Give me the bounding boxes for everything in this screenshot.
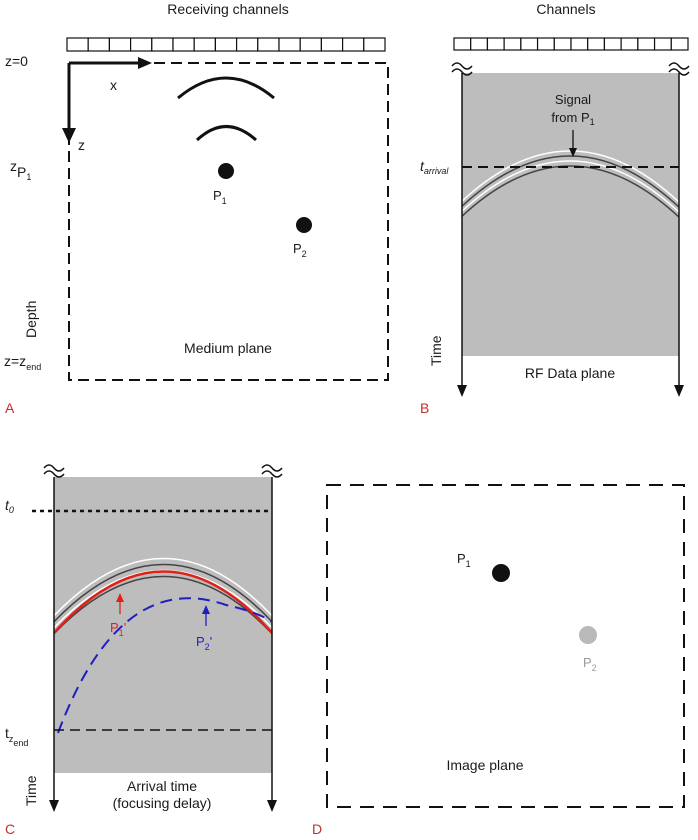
panel-c: t0 P1' P2' tzend Time Arrival time (focu… (5, 464, 283, 837)
array-b-element (670, 37, 689, 51)
time-arrowhead-left (457, 385, 467, 397)
array-b-element (503, 37, 522, 51)
arrival-time-caption-1: Arrival time (127, 778, 197, 794)
array-b-element (536, 37, 555, 51)
p1-prime-pointer-head (116, 593, 124, 602)
rf-data-area-c (54, 477, 272, 773)
panel-letter-c: C (5, 821, 15, 837)
rf-data-plane-label: RF Data plane (525, 365, 615, 381)
medium-plane-boundary (68, 62, 389, 381)
break-symbol-c-right (261, 464, 283, 478)
p2-prime-pointer-head (202, 605, 210, 614)
point-p2 (296, 217, 312, 233)
signal-pointer-head (569, 148, 577, 157)
break-symbol-b-right (668, 62, 690, 76)
array-a-element (108, 37, 132, 52)
array-b-element (587, 37, 606, 51)
wavefront-inner (195, 125, 258, 142)
panel-letter-d: D (312, 821, 322, 837)
array-a-element (193, 37, 216, 52)
time-arrowhead-right (674, 385, 684, 397)
array-b-element (520, 37, 539, 51)
array-a-element (257, 37, 280, 52)
arrival-time-caption-2: (focusing delay) (113, 795, 212, 811)
array-b-element (453, 37, 472, 51)
array-b-element (553, 37, 572, 51)
panel-b-header: Channels (536, 1, 595, 17)
array-b-element (620, 37, 639, 51)
array-a-element (151, 37, 174, 52)
time-arrowhead-c-right (267, 800, 277, 812)
panel-letter-a: A (5, 400, 15, 416)
d-p1-label: P1 (457, 551, 471, 569)
x-axis-label: x (110, 77, 117, 93)
array-b-element (603, 37, 622, 51)
array-a-element (320, 37, 344, 52)
array-a-element (214, 37, 238, 52)
transducer-array-b (453, 37, 689, 51)
array-b-element (470, 37, 489, 51)
zend-label: z=zend (4, 353, 41, 372)
array-a-element (363, 37, 386, 52)
panel-a: Receiving channels z=0 x z zP1 P1 P2 Dep… (4, 1, 389, 416)
t-arrival-label: tarrival (420, 158, 449, 176)
z-axis-arrowhead (62, 128, 76, 143)
break-symbol-b-left (451, 62, 473, 76)
array-b-element (653, 37, 672, 51)
image-plane-label: Image plane (446, 757, 523, 773)
array-a-element (172, 37, 195, 52)
p2-label: P2 (293, 241, 307, 259)
p2-prime-label: P2' (196, 634, 212, 652)
tzend-label: tzend (5, 725, 28, 748)
rf-data-area (462, 73, 679, 356)
image-point-p2 (579, 626, 597, 644)
panel-b: Channels tarrival Signal from P1 Tim (420, 1, 690, 416)
z0-label: z=0 (5, 53, 28, 69)
time-arrowhead-c-left (49, 800, 59, 812)
array-a-element (342, 37, 365, 52)
p2-prime-curve (57, 597, 273, 734)
panel-letter-b: B (420, 400, 429, 416)
rf-hyperbola-c (54, 557, 272, 635)
panel-d: P1 P2 Image plane D (312, 484, 685, 837)
array-b-element (486, 37, 505, 51)
image-plane-boundary (326, 484, 685, 808)
p1-prime-label: P1' (110, 620, 126, 638)
wavefront-outer (177, 76, 275, 100)
signal-label-line1: Signal (555, 92, 591, 107)
break-symbol-c-left (43, 464, 65, 478)
panel-a-header: Receiving channels (167, 1, 288, 17)
point-p1 (218, 163, 234, 179)
p1-label: P1 (213, 188, 227, 206)
t0-label: t0 (5, 497, 14, 515)
zp1-label: zP1 (10, 158, 31, 182)
array-a-element (299, 37, 323, 52)
array-a-element (66, 37, 89, 52)
array-a-element (278, 37, 301, 52)
p1-prime-curve (53, 570, 273, 634)
image-point-p1 (492, 564, 510, 582)
rf-hyperbola-b (462, 150, 679, 219)
z-axis-label: z (78, 137, 85, 153)
depth-label: Depth (23, 301, 39, 338)
transducer-array-a (66, 37, 386, 52)
medium-plane-label: Medium plane (184, 340, 272, 356)
array-a-element (236, 37, 259, 52)
array-b-element (570, 37, 589, 51)
d-p2-label: P2 (583, 655, 597, 673)
x-axis-arrowhead (138, 57, 152, 69)
time-label-c: Time (23, 775, 39, 806)
array-a-element (87, 37, 110, 52)
signal-label-line2: from P1 (551, 110, 594, 127)
array-a-element (130, 37, 153, 52)
array-b-element (637, 37, 656, 51)
time-label-b: Time (428, 335, 444, 366)
